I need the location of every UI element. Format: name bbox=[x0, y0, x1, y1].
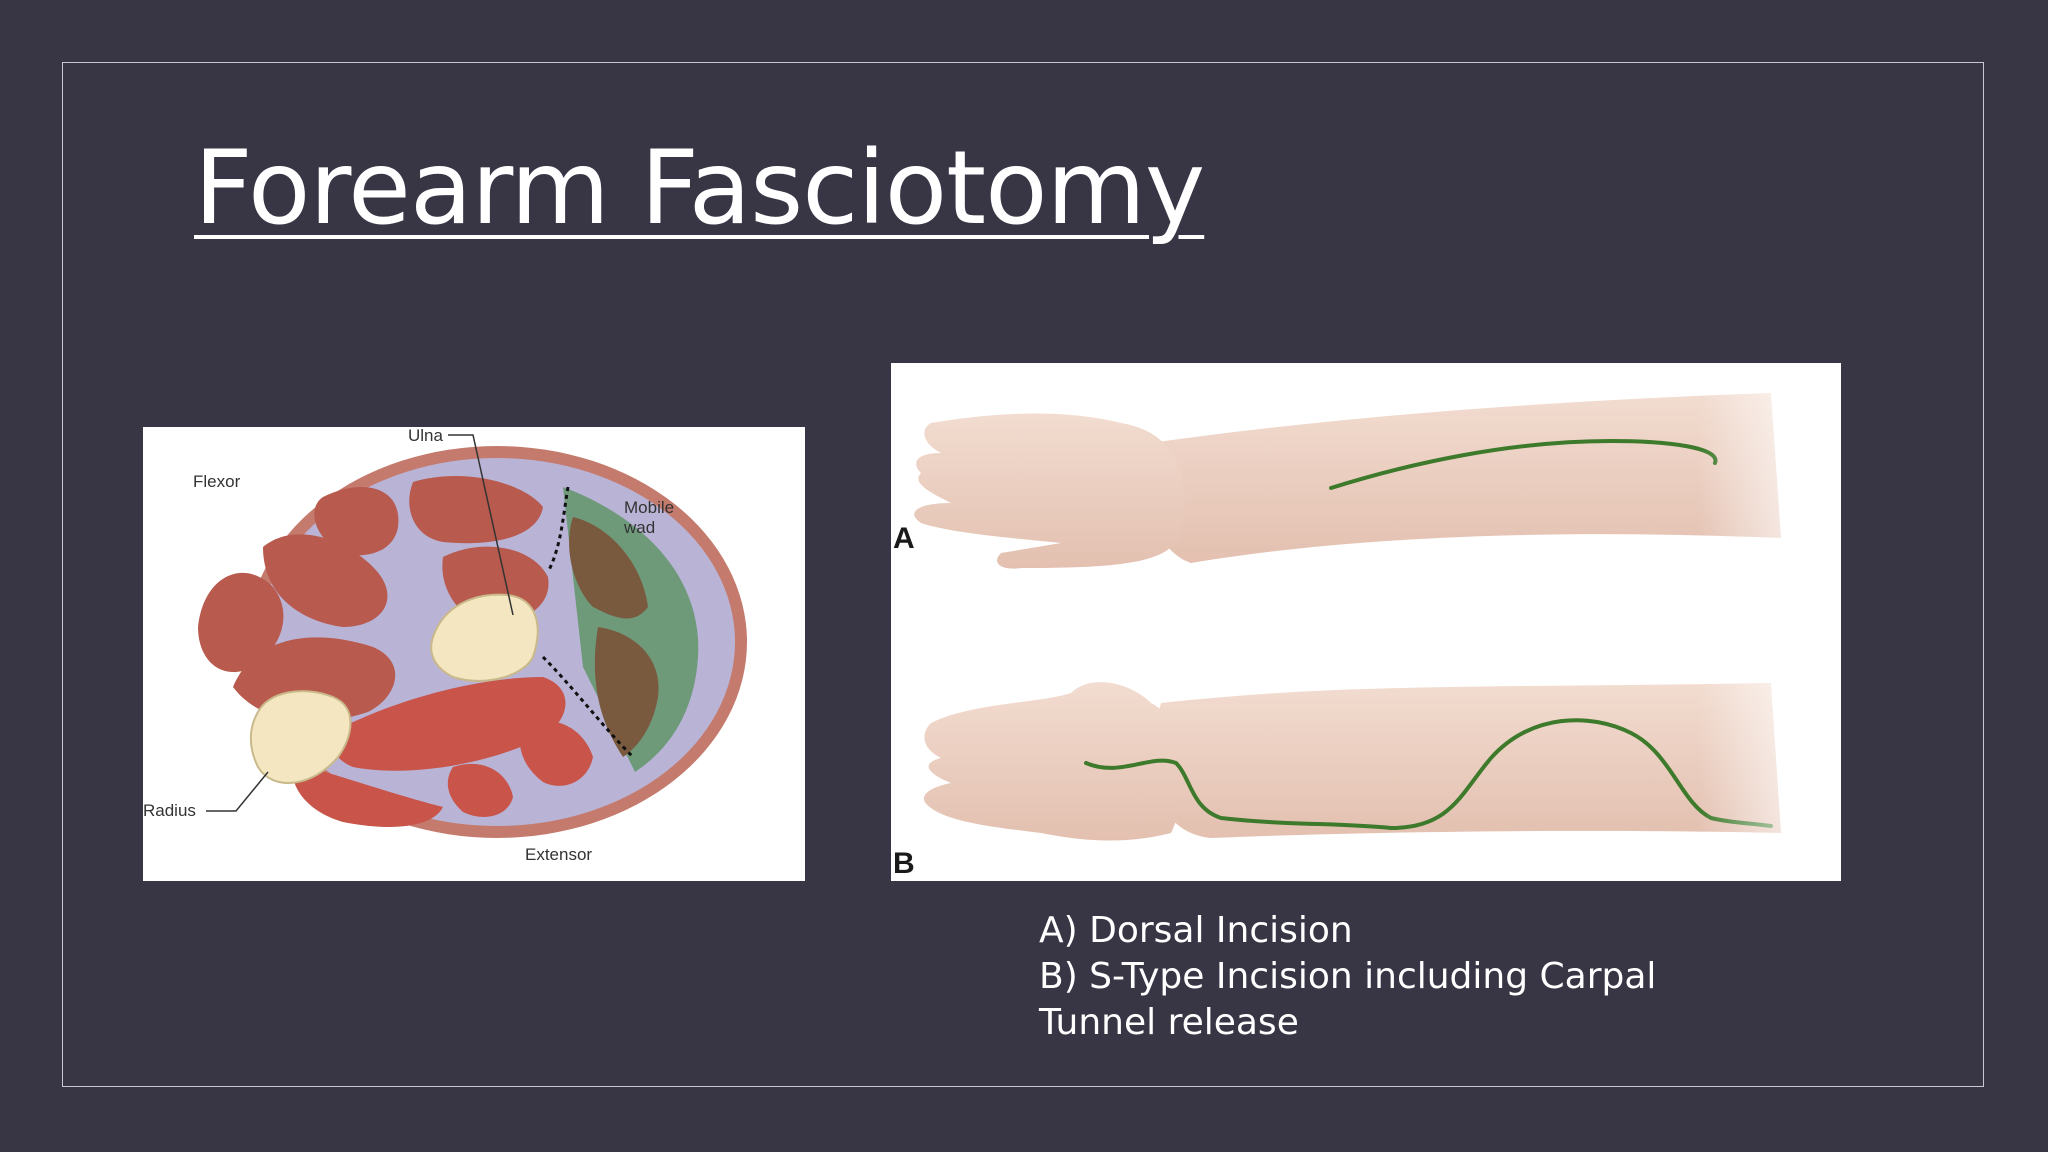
flexor-muscle-2 bbox=[409, 476, 543, 544]
flexor-muscle-1 bbox=[314, 487, 399, 556]
cross-section-illustration: Ulna Flexor Mobile wad Radius Extensor bbox=[143, 427, 747, 864]
slide-frame bbox=[62, 62, 1984, 1087]
caption-line-b: B) S-Type Incision including Carpal bbox=[1039, 956, 1657, 997]
radius-bone bbox=[249, 690, 352, 784]
fascia-release-line-1 bbox=[546, 486, 570, 573]
mobile-wad-muscle-2 bbox=[594, 627, 659, 757]
ulna-bone bbox=[430, 593, 539, 682]
label-radius: Radius bbox=[143, 801, 196, 820]
slide-title: Forearm Fasciotomy bbox=[194, 129, 1205, 248]
label-extensor: Extensor bbox=[525, 845, 592, 864]
panel-label-a: A bbox=[893, 522, 915, 555]
ulna-leader bbox=[448, 434, 514, 616]
caption-line-c: Tunnel release bbox=[1039, 1002, 1299, 1043]
fascia-release-line-2 bbox=[541, 655, 635, 759]
label-flexor: Flexor bbox=[193, 472, 241, 491]
flexor-muscle-4 bbox=[198, 572, 284, 673]
extensor-muscle-2 bbox=[292, 762, 443, 827]
caption-line-a: A) Dorsal Incision bbox=[1039, 910, 1353, 951]
extensor-muscle-3 bbox=[447, 763, 513, 817]
extensor-muscle-1 bbox=[332, 677, 566, 771]
label-mobile-wad-line2: wad bbox=[623, 518, 655, 537]
extensor-muscle-4 bbox=[519, 721, 593, 786]
incision-illustration: A B bbox=[891, 363, 1841, 881]
label-ulna: Ulna bbox=[408, 427, 444, 445]
incision-diagram-figure: A B bbox=[891, 363, 1841, 881]
incision-caption: A) Dorsal Incision B) S-Type Incision in… bbox=[1039, 908, 1656, 1046]
arm-fade-overlay bbox=[891, 363, 1841, 881]
mobile-wad-muscle-1 bbox=[569, 517, 648, 619]
panel-label-b: B bbox=[893, 847, 915, 880]
radius-leader bbox=[206, 771, 269, 812]
forearm-cross-section-figure: Ulna Flexor Mobile wad Radius Extensor bbox=[143, 427, 805, 881]
label-mobile-wad-line1: Mobile bbox=[624, 498, 674, 517]
flexor-muscle-3 bbox=[263, 534, 388, 627]
